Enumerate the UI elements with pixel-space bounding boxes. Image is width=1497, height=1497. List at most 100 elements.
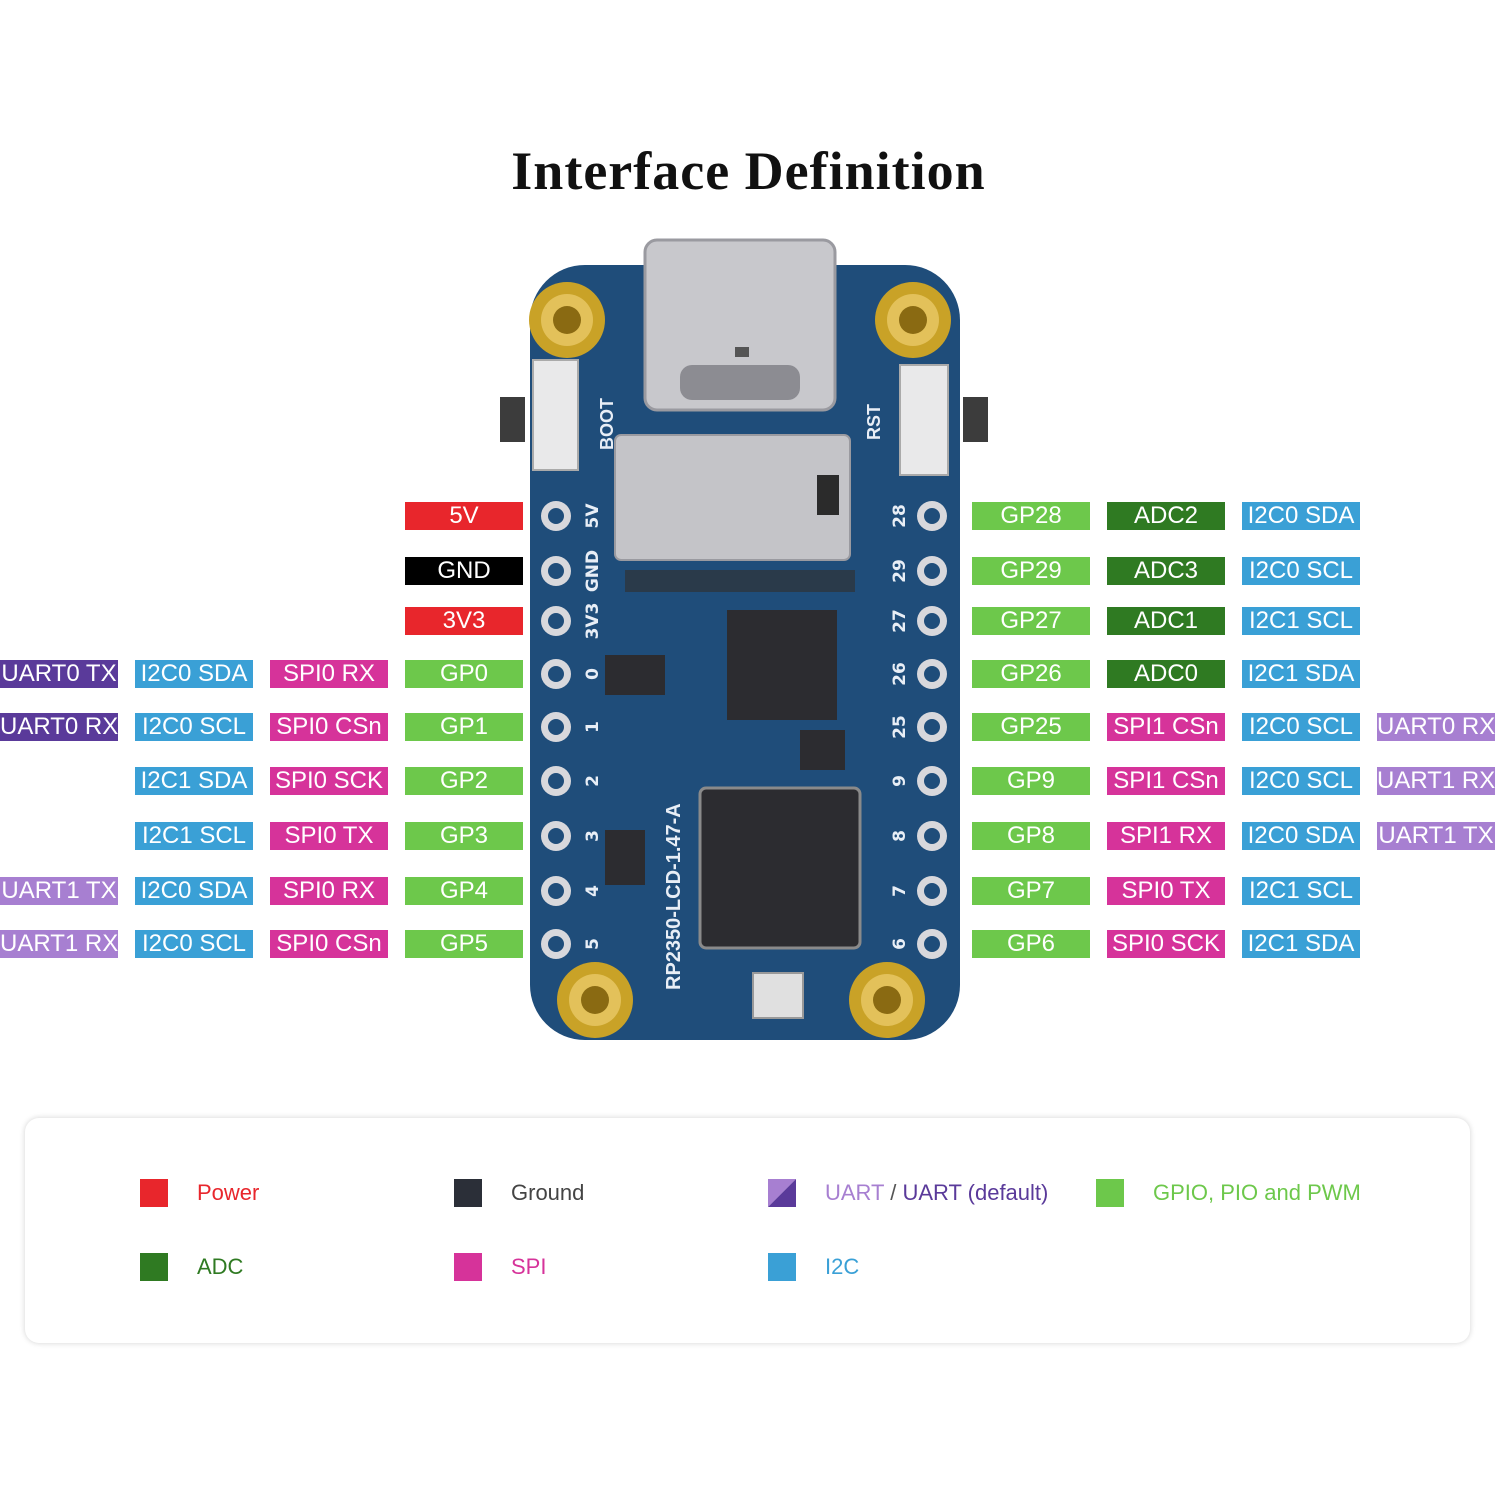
legend-swatch-ground [454,1179,482,1207]
pin-label-spi: SPI0 CSn [270,713,388,741]
pin-label-gpio: GP0 [405,660,523,688]
legend-label-power: Power [197,1180,260,1205]
legend-swatch-i2c [768,1253,796,1281]
pin-label-i2c: I2C1 SDA [135,767,253,795]
rp2350-board-image: BOOT RST RP2350-LCD-1.47-A 5VGND3V301234… [500,238,988,1040]
pin-label-spi: SPI0 TX [270,822,388,850]
pin-label-adc: ADC1 [1107,607,1225,635]
legend-label-adc: ADC [197,1254,244,1279]
pin-label-spi: SPI1 CSn [1107,767,1225,795]
left-pin-pads [541,501,571,959]
pin-number-label: 27 [890,609,910,633]
pin-label-i2c: I2C1 SCL [1242,607,1360,635]
rst-silk-label: RST [864,404,884,440]
pin-label-gpio: GP25 [972,713,1090,741]
pin-label-uart: UART1 TX [0,877,118,905]
legend-label-spi: SPI [511,1254,547,1279]
boot-silk-label: BOOT [597,398,617,450]
pin-label-uart: UART1 TX [1377,822,1495,850]
pin-number-label: 25 [890,715,910,739]
pin-number-label: 5V [583,503,603,529]
legend-swatch-power [140,1179,168,1207]
pin-label-i2c: I2C0 SCL [135,930,253,958]
legend-label-uart-default-part: UART (default) [902,1180,1049,1205]
pin-number-label: 3V3 [583,603,603,640]
pin-label-gpio: GP4 [405,877,523,905]
pin-number-label: 3 [583,830,603,842]
pin-label-spi: SPI0 CSn [270,930,388,958]
pin-number-label: 9 [890,775,910,787]
pin-label-gpio: GP3 [405,822,523,850]
pin-number-label: 29 [890,559,910,583]
flash-chip [727,610,837,720]
legend-label-uart-separator: / [884,1180,903,1205]
pin-number-label: 26 [890,662,910,686]
pin-label-spi: SPI0 RX [270,877,388,905]
pin-label-uart: UART0 RX [1377,713,1495,741]
pin-label-i2c: I2C0 SCL [1242,713,1360,741]
pin-number-label: GND [583,550,603,592]
legend-swatch-gpio [1096,1179,1124,1207]
pin-label-spi: SPI0 RX [270,660,388,688]
boot-button-knob [500,397,525,442]
pin-number-label: 4 [583,885,603,897]
pin-label-adc: ADC3 [1107,557,1225,585]
pin-label-i2c: I2C1 SDA [1242,930,1360,958]
pin-label-uart: UART1 RX [1377,767,1495,795]
legend-swatch-uart [768,1179,796,1207]
board-model-label: RP2350-LCD-1.47-A [663,803,685,990]
pin-label-adc: ADC0 [1107,660,1225,688]
legend-label-uart: UART / UART (default) [825,1179,1048,1207]
pin-label-adc: ADC2 [1107,502,1225,530]
display-connector-shield [614,434,851,561]
pin-label-gpio: GP2 [405,767,523,795]
pin-label-i2c: I2C0 SDA [135,660,253,688]
rst-button-knob [963,397,988,442]
pin-label-i2c: I2C0 SDA [1242,822,1360,850]
pin-label-i2c: I2C1 SCL [135,822,253,850]
pin-label-spi: SPI1 RX [1107,822,1225,850]
pin-label-gpio: GP7 [972,877,1090,905]
pin-number-label: 6 [890,938,910,950]
pin-label-uart_default: UART0 RX [0,713,118,741]
legend-label-gpio: GPIO, PIO and PWM [1153,1180,1361,1205]
right-pin-numbers: 28 29 27 26 25 9 8 7 6 [890,504,910,950]
pin-label-gpio: GP28 [972,502,1090,530]
pin-label-i2c: I2C1 SDA [1242,660,1360,688]
legend-swatch-spi [454,1253,482,1281]
pin-label-gpio: GP6 [972,930,1090,958]
mounting-holes [529,282,951,1038]
pin-label-i2c: I2C0 SDA [135,877,253,905]
legend-label-uart-part: UART [825,1180,885,1205]
pin-label-gpio: GP8 [972,822,1090,850]
pin-label-uart: UART1 RX [0,930,118,958]
pin-number-label: 7 [890,885,910,897]
pin-label-spi: SPI0 SCK [1107,930,1225,958]
legend: Power Ground UART / UART (default) GPIO,… [25,1118,1470,1343]
legend-swatch-adc [140,1253,168,1281]
pin-label-i2c: I2C1 SCL [1242,877,1360,905]
pin-label-gpio: GP27 [972,607,1090,635]
pin-label-uart_default: UART0 TX [0,660,118,688]
pin-label-ground: GND [405,557,523,585]
pin-label-gpio: GP26 [972,660,1090,688]
pin-label-spi: SPI0 TX [1107,877,1225,905]
pin-label-i2c: I2C0 SCL [1242,557,1360,585]
pin-number-label: 28 [890,504,910,528]
pin-label-gpio: GP1 [405,713,523,741]
pin-label-i2c: I2C0 SCL [1242,767,1360,795]
right-pin-pads [917,501,947,959]
pin-label-gpio: GP29 [972,557,1090,585]
pin-number-label: 1 [583,721,603,733]
pin-label-power: 5V [405,502,523,530]
pin-label-spi: SPI1 CSn [1107,713,1225,741]
pin-number-label: 5 [583,938,603,950]
pin-label-power: 3V3 [405,607,523,635]
pin-label-gpio: GP5 [405,930,523,958]
pin-number-label: 8 [890,830,910,842]
legend-label-ground: Ground [511,1180,585,1205]
pin-label-gpio: GP9 [972,767,1090,795]
legend-label-i2c: I2C [825,1254,860,1279]
rp2350-chip [698,786,862,950]
